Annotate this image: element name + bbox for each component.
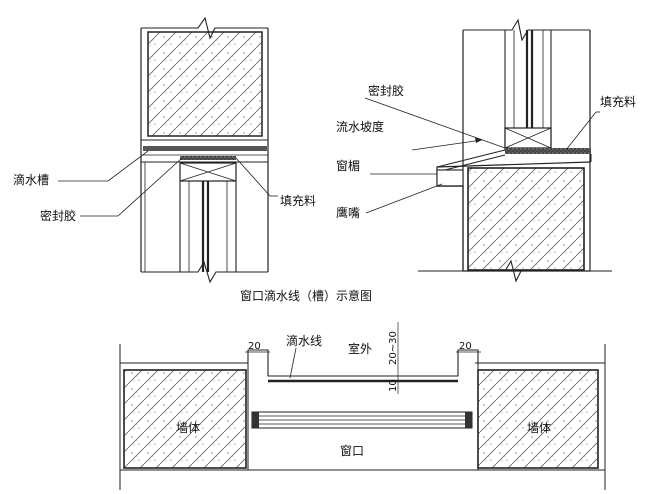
label-exterior: 室外 <box>348 341 372 356</box>
dim-right: 20 <box>459 341 472 352</box>
label-filler-right: 填充料 <box>600 94 636 109</box>
sill-filler <box>505 148 591 154</box>
label-drain-slope: 流水坡度 <box>336 119 384 134</box>
lintel-block <box>147 31 263 137</box>
label-sealant-left: 密封胶 <box>40 208 76 223</box>
plan-view: 20 20 20~30 10 滴水线 室外 窗口 墙体 墙体 <box>119 322 606 490</box>
eagle-beak-drip <box>436 169 464 187</box>
label-wall-right: 墙体 <box>527 421 551 435</box>
right-detail: 密封胶 填充料 流水坡度 窗楣 鹰嘴 <box>336 18 636 283</box>
dim-vertical-bottom: 10 <box>388 379 399 392</box>
label-eagle-beak: 鹰嘴 <box>336 205 360 220</box>
label-drip-groove: 滴水槽 <box>13 172 49 187</box>
diagram-caption: 窗口滴水线（槽）示意图 <box>240 288 372 303</box>
dim-left: 20 <box>248 341 261 352</box>
label-sealant-right: 密封胶 <box>368 83 404 98</box>
label-window-opening: 窗口 <box>340 444 364 458</box>
wall-right <box>477 369 599 469</box>
label-filler-left: 填充料 <box>280 193 316 208</box>
plaster-layer <box>143 146 267 151</box>
label-wall-left: 墙体 <box>176 421 200 435</box>
label-window-sill: 窗楣 <box>336 159 360 173</box>
sealant-strip <box>180 156 236 160</box>
dim-vertical-top: 20~30 <box>388 331 399 365</box>
label-drip-line: 滴水线 <box>286 333 322 348</box>
sill-block <box>467 167 585 271</box>
wall-left <box>123 369 247 469</box>
left-detail: 滴水槽 密封胶 填充料 <box>13 16 316 284</box>
